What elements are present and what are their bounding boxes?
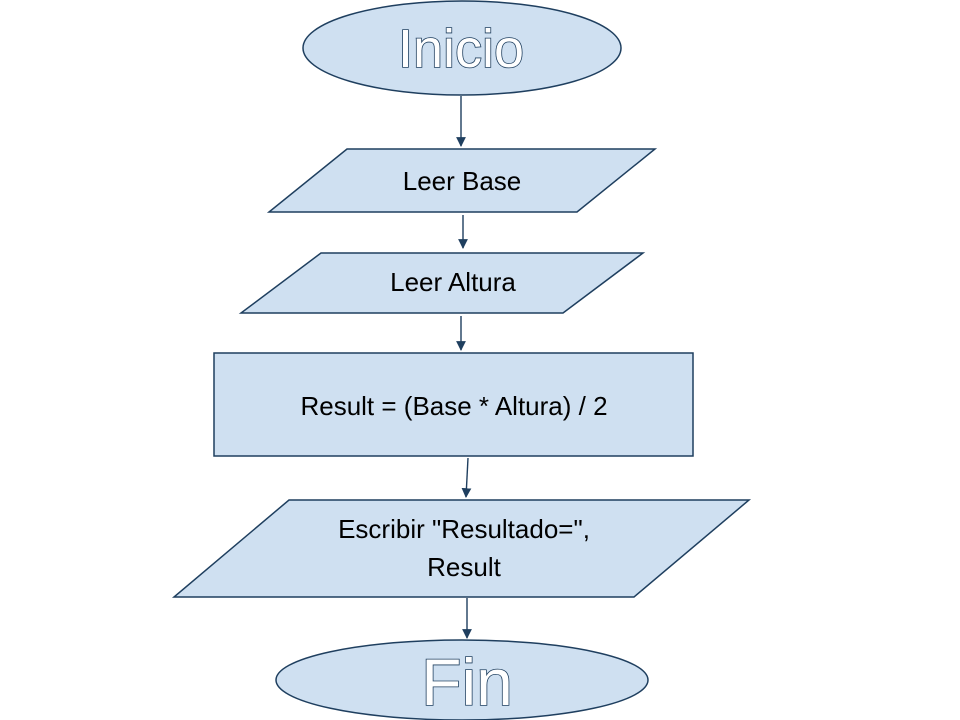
compute-label: Result = (Base * Altura) / 2 [300, 391, 607, 421]
node-start[interactable]: Inicio [302, 0, 622, 96]
output-label-line2: Result [427, 552, 501, 582]
node-read-height[interactable]: Leer Altura [238, 252, 646, 314]
read-base-parallelogram [266, 148, 658, 213]
compute-rectangle [213, 352, 694, 457]
start-label: Inicio [398, 19, 524, 79]
node-compute[interactable]: Result = (Base * Altura) / 2 [213, 352, 694, 457]
node-output[interactable]: Escribir "Resultado=", Result [171, 499, 752, 598]
read-height-parallelogram [238, 252, 646, 314]
output-label-line1: Escribir "Resultado=", [338, 514, 590, 544]
start-ellipse [302, 0, 622, 96]
arrow-compute-to-output [461, 457, 472, 498]
output-parallelogram [171, 499, 752, 598]
end-label: Fin [421, 645, 513, 719]
read-height-label: Leer Altura [390, 267, 516, 297]
edges [456, 96, 472, 639]
read-base-label: Leer Base [403, 166, 522, 196]
node-read-base[interactable]: Leer Base [266, 148, 658, 213]
end-ellipse [275, 639, 649, 720]
node-end[interactable]: Fin [275, 639, 649, 720]
